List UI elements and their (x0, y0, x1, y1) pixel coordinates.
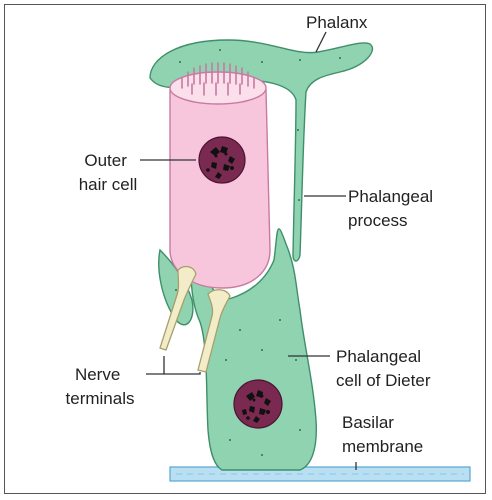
nerve-terminals-leader (146, 356, 164, 374)
label-phalangeal-cell-of-dieter: Phalangeal cell of Dieter (336, 347, 431, 390)
outer-hair-cell (170, 63, 270, 288)
phalanx-leader (316, 32, 326, 52)
hair-cell-nucleus (199, 137, 245, 183)
label-basilar-membrane: Basilar membrane (342, 413, 423, 456)
label-phalanx: Phalanx (306, 13, 368, 32)
label-outer-hair-cell: Outer hair cell (79, 151, 138, 194)
nerve-terminals-leader-2 (164, 372, 200, 374)
label-phalangeal-process: Phalangeal process (348, 187, 438, 230)
dieter-nucleus (234, 380, 282, 428)
basilar-membrane (170, 467, 470, 481)
label-nerve-terminals: Nerve terminals (66, 365, 135, 408)
